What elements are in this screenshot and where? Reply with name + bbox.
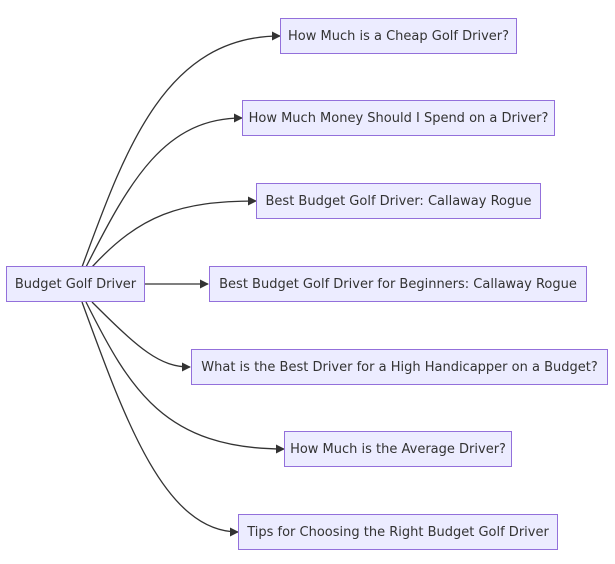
root-node: Budget Golf Driver	[6, 266, 145, 302]
child-node-cheap-driver-price: How Much is a Cheap Golf Driver?	[280, 18, 517, 54]
child-node-label: How Much is the Average Driver?	[290, 441, 506, 457]
edge-root-to-c1	[81, 31, 281, 268]
edge-root-to-c7	[81, 301, 239, 537]
edge-root-to-c2	[85, 113, 243, 268]
child-node-label: Tips for Choosing the Right Budget Golf …	[247, 524, 549, 540]
child-node-best-budget-driver: Best Budget Golf Driver: Callaway Rogue	[256, 183, 541, 219]
child-node-label: Best Budget Golf Driver for Beginners: C…	[219, 276, 577, 292]
child-node-label: How Much Money Should I Spend on a Drive…	[248, 110, 549, 126]
child-node-high-handicapper: What is the Best Driver for a High Handi…	[191, 349, 608, 385]
edge-root-to-c3	[91, 196, 257, 268]
child-node-best-for-beginners: Best Budget Golf Driver for Beginners: C…	[209, 266, 587, 302]
child-node-label: What is the Best Driver for a High Handi…	[201, 359, 598, 375]
edge-root-to-c5	[91, 301, 191, 372]
child-node-how-much-to-spend: How Much Money Should I Spend on a Drive…	[242, 100, 555, 136]
root-node-label: Budget Golf Driver	[14, 276, 137, 292]
child-node-choosing-tips: Tips for Choosing the Right Budget Golf …	[238, 514, 558, 550]
child-node-label: How Much is a Cheap Golf Driver?	[288, 28, 509, 44]
child-node-average-driver-price: How Much is the Average Driver?	[284, 431, 512, 467]
child-node-label: Best Budget Golf Driver: Callaway Rogue	[265, 193, 532, 209]
edge-root-to-c6	[85, 301, 285, 454]
